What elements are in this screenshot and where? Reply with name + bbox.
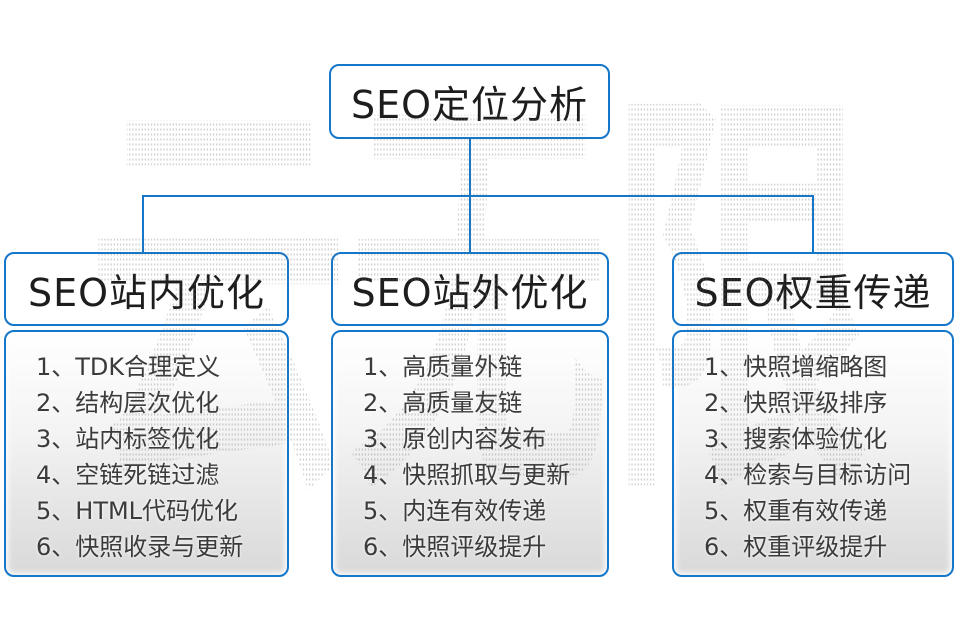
list-item: 6、权重评级提升 bbox=[704, 533, 888, 561]
list-item: 4、空链死链过滤 bbox=[36, 461, 220, 489]
column-list-offsite: 1、高质量外链 2、高质量友链 3、原创内容发布 4、快照抓取与更新 5、内连有… bbox=[331, 330, 609, 577]
connector-drop-right bbox=[812, 195, 814, 253]
list-item: 1、TDK合理定义 bbox=[36, 353, 221, 381]
column-list-onsite: 1、TDK合理定义 2、结构层次优化 3、站内标签优化 4、空链死链过滤 5、H… bbox=[4, 330, 289, 577]
column-list-weight: 1、快照增缩略图 2、快照评级排序 3、搜索体验优化 4、检索与目标访问 5、权… bbox=[672, 330, 954, 577]
list-item: 5、内连有效传递 bbox=[363, 497, 547, 525]
column-header-weight: SEO权重传递 bbox=[672, 252, 954, 326]
list-item: 3、站内标签优化 bbox=[36, 425, 220, 453]
connector-drop-middle bbox=[469, 195, 471, 253]
list-item: 2、快照评级排序 bbox=[704, 389, 888, 417]
list-item: 3、原创内容发布 bbox=[363, 425, 547, 453]
list-item: 6、快照收录与更新 bbox=[36, 533, 244, 561]
column-header-onsite-title: SEO站内优化 bbox=[27, 270, 266, 315]
list-item: 4、检索与目标访问 bbox=[704, 461, 912, 489]
connector-horizontal-bus bbox=[142, 195, 814, 197]
list-item: 2、结构层次优化 bbox=[36, 389, 220, 417]
list-item: 5、HTML代码优化 bbox=[36, 497, 239, 525]
column-header-offsite-title: SEO站外优化 bbox=[351, 270, 589, 315]
list-item: 1、高质量外链 bbox=[363, 353, 523, 381]
list-item: 3、搜索体验优化 bbox=[704, 425, 888, 453]
list-item: 6、快照评级提升 bbox=[363, 533, 547, 561]
connector-root-stem bbox=[469, 139, 471, 197]
list-item: 1、快照增缩略图 bbox=[704, 353, 888, 381]
connector-drop-left bbox=[142, 195, 144, 253]
column-header-onsite: SEO站内优化 bbox=[4, 252, 289, 326]
list-item: 2、高质量友链 bbox=[363, 389, 523, 417]
column-header-weight-title: SEO权重传递 bbox=[694, 270, 932, 315]
root-node: SEO定位分析 bbox=[329, 64, 610, 139]
root-node-title: SEO定位分析 bbox=[350, 83, 589, 127]
column-header-offsite: SEO站外优化 bbox=[331, 252, 609, 326]
list-item: 4、快照抓取与更新 bbox=[363, 461, 571, 489]
list-item: 5、权重有效传递 bbox=[704, 497, 888, 525]
